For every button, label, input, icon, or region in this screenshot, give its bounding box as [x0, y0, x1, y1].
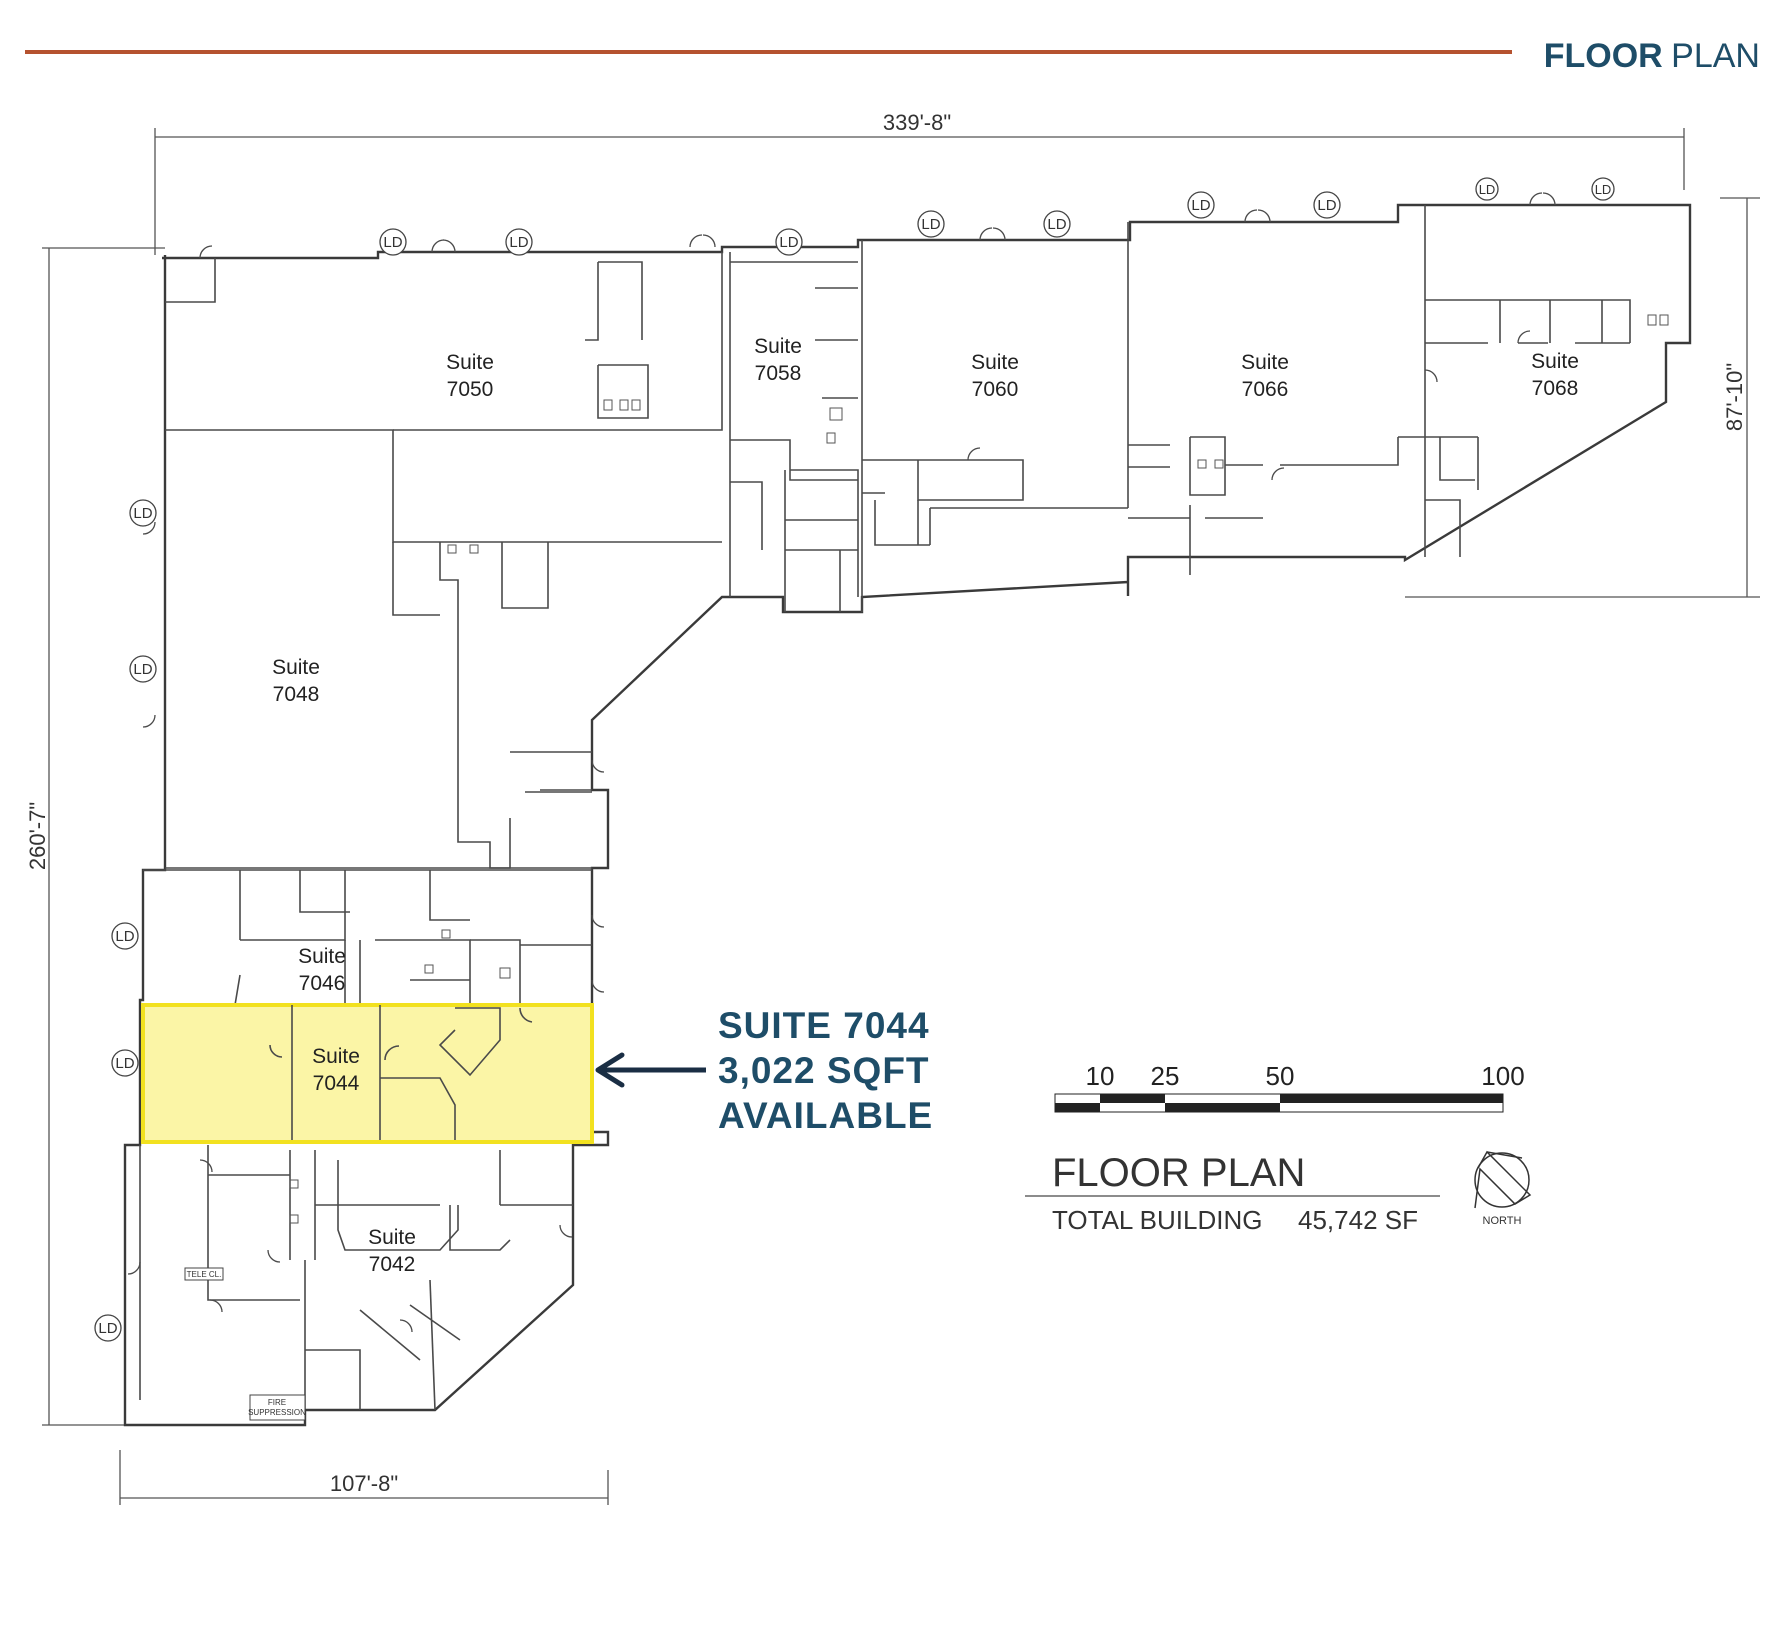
svg-text:LD: LD — [1479, 182, 1496, 197]
room-labels: TELE CL. FIRE SUPPRESSION — [184, 1267, 306, 1421]
svg-text:50: 50 — [1266, 1061, 1295, 1091]
door-swings — [127, 192, 1556, 1333]
tele-closet-label: TELE CL. — [187, 1270, 222, 1279]
ld-marker: LD — [111, 922, 139, 950]
suite-7044-highlight[interactable] — [141, 1003, 594, 1144]
svg-text:LD: LD — [115, 1055, 134, 1072]
svg-text:LD: LD — [921, 216, 940, 233]
svg-text:LD: LD — [133, 661, 152, 678]
restroom-fixtures — [289, 314, 1669, 1224]
ld-marker: LD — [94, 1314, 122, 1342]
legend-title: FLOOR PLAN — [1052, 1151, 1305, 1195]
svg-text:339'-8": 339'-8" — [883, 110, 951, 135]
building-outline — [123, 203, 1692, 1427]
svg-text:LD: LD — [1595, 182, 1612, 197]
ld-marker: LD — [111, 1049, 139, 1077]
svg-text:LD: LD — [133, 505, 152, 522]
svg-text:LD: LD — [1191, 197, 1210, 214]
svg-text:87'-10": 87'-10" — [1722, 363, 1747, 431]
svg-text:10: 10 — [1086, 1061, 1115, 1091]
dimension-bottom: 107'-8" — [119, 1450, 609, 1505]
legend-total-value: 45,742 SF — [1298, 1205, 1418, 1235]
svg-text:LD: LD — [1047, 216, 1066, 233]
svg-text:LD: LD — [509, 234, 528, 251]
ld-marker: LD — [1313, 191, 1341, 219]
loading-docks: LD LD LD LD LD LD LD LD LD LD LD LD LD L… — [94, 177, 1615, 1342]
ld-marker: LD — [775, 228, 803, 256]
ld-marker: LD — [1043, 210, 1071, 238]
fire-suppression-label-1: FIRE — [268, 1398, 286, 1407]
header-title: FLOOR PLAN — [1544, 37, 1760, 75]
ld-marker: LD — [1591, 177, 1615, 201]
scale-bar: 10 25 50 100 — [1054, 1061, 1525, 1113]
ld-marker: LD — [917, 210, 945, 238]
north-label: NORTH — [1483, 1215, 1522, 1227]
svg-text:25: 25 — [1151, 1061, 1180, 1091]
callout-suite: SUITE 7044 — [718, 1005, 930, 1046]
svg-text:LD: LD — [98, 1320, 117, 1337]
interior-walls — [139, 205, 1631, 1411]
ld-marker: LD — [379, 228, 407, 256]
ld-marker: LD — [129, 499, 157, 527]
callout-sqft: 3,022 SQFT — [718, 1050, 930, 1091]
north-arrow-icon: NORTH — [1474, 1150, 1532, 1227]
ld-marker: LD — [505, 228, 533, 256]
ld-marker: LD — [129, 655, 157, 683]
svg-text:100: 100 — [1481, 1061, 1524, 1091]
svg-text:LD: LD — [115, 928, 134, 945]
fire-suppression-label-2: SUPPRESSION — [248, 1408, 306, 1417]
ld-marker: LD — [1187, 191, 1215, 219]
svg-text:LD: LD — [779, 234, 798, 251]
dimension-left: 260'-7" — [25, 247, 165, 1426]
dimension-right: 87'-10" — [1405, 197, 1760, 598]
svg-text:260'-7": 260'-7" — [25, 802, 50, 870]
callout-arrow — [595, 1052, 706, 1088]
dimension-top: 339'-8" — [154, 110, 1685, 255]
callout-available: AVAILABLE — [718, 1095, 933, 1136]
svg-text:107'-8": 107'-8" — [330, 1471, 398, 1496]
legend-total-label: TOTAL BUILDING — [1052, 1205, 1262, 1235]
svg-text:LD: LD — [383, 234, 402, 251]
ld-marker: LD — [1475, 177, 1499, 201]
suite-7044-interior — [269, 1005, 533, 1140]
svg-text:LD: LD — [1317, 197, 1336, 214]
